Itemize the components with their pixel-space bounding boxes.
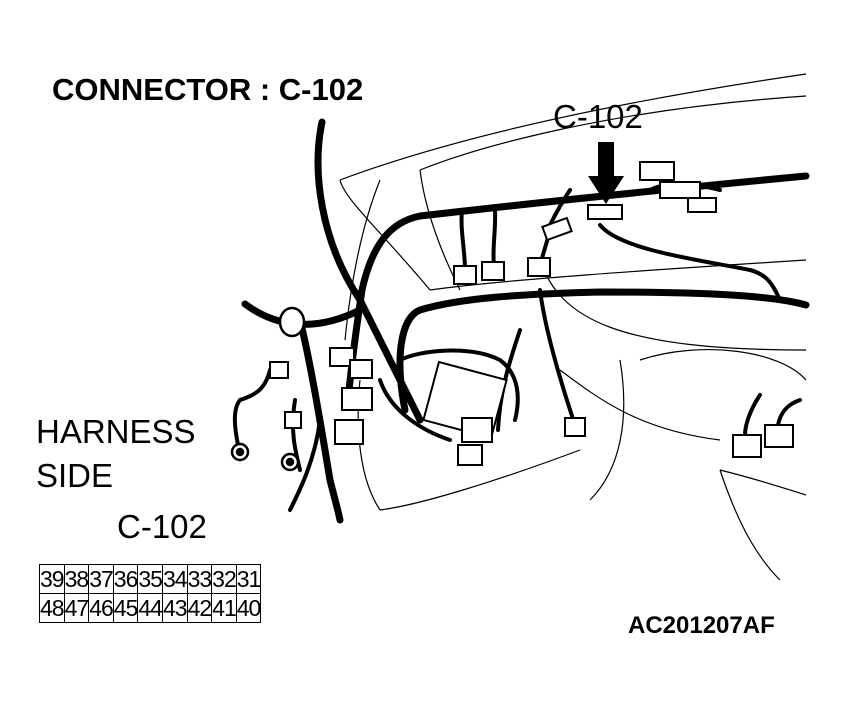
pin-cell: 41 [211,593,237,623]
pin-cell: 39 [39,564,65,594]
pin-cell: 46 [88,593,114,623]
pin-cell: 32 [211,564,237,594]
pin-cell: 43 [161,593,188,623]
page-title: CONNECTOR : C-102 [52,72,364,107]
pin-cell: 34 [161,564,188,594]
pin-cell: 40 [235,593,262,623]
pin-cell: 44 [137,593,163,623]
pin-layout-table: 39 38 37 36 35 34 33 32 31 48 47 46 45 4… [39,564,262,623]
c102-connector [587,204,623,220]
dashboard-outline [339,73,807,581]
pin-cell: 47 [63,593,90,623]
harness-label-line1: HARNESS [36,413,196,450]
arrow-down-icon [588,142,624,204]
pin-cell: 48 [39,593,65,623]
pin-row-bottom: 48 47 46 45 44 43 42 41 40 [39,593,262,623]
pin-row-top: 39 38 37 36 35 34 33 32 31 [39,564,262,594]
pin-cell: 35 [137,564,163,594]
connector-blocks [269,161,794,466]
pin-cell: 38 [63,564,90,594]
pin-cell: 33 [186,564,213,594]
pin-cell: 36 [112,564,139,594]
pin-cell: 42 [186,593,213,623]
grommet-and-terminals [230,306,306,472]
main-harness [241,118,810,524]
pin-cell: 37 [88,564,114,594]
connector-label: C-102 [117,508,207,545]
harness-label-line2: SIDE [36,457,114,494]
pin-cell: 31 [235,564,262,594]
figure-code: AC201207AF [628,612,775,639]
pin-cell: 45 [112,593,139,623]
callout-label: C-102 [553,98,643,135]
